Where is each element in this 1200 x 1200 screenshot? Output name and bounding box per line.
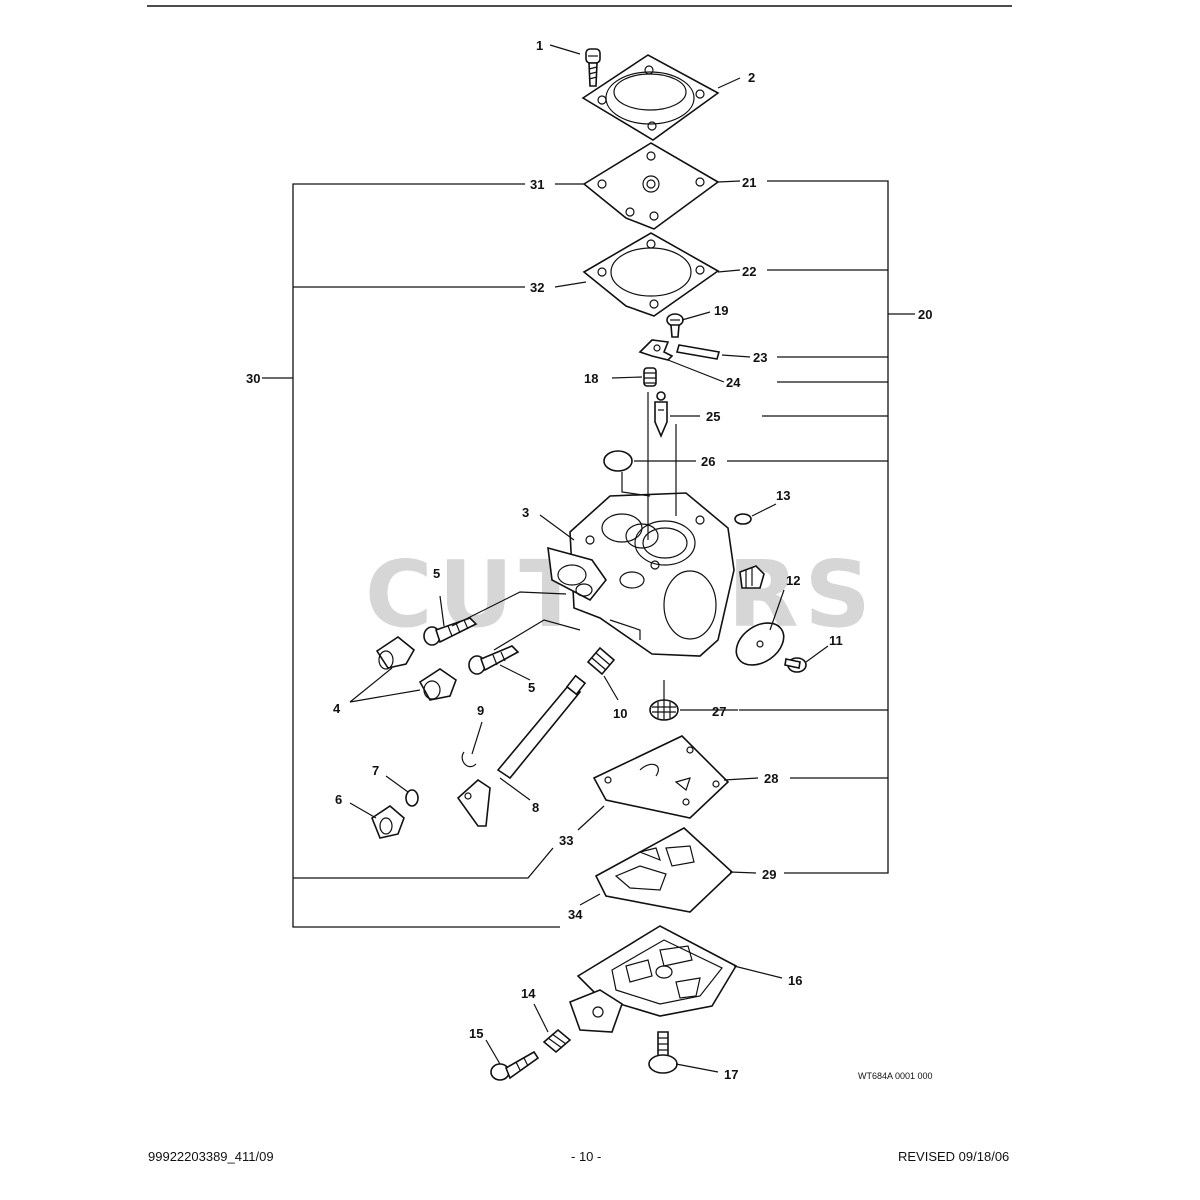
part-14-spring: [542, 1028, 572, 1054]
callout-4: 4: [333, 701, 341, 716]
leader-lines: [349, 44, 829, 1073]
callout-20: 20: [918, 307, 932, 322]
part-21-31-diaphragm: [582, 142, 720, 230]
part-17-screw: [648, 1031, 678, 1074]
part-29-34-pump-diaphragm: [594, 827, 734, 913]
callout-25: 25: [706, 409, 720, 424]
part-5-screw-lower: [468, 645, 520, 675]
callout-30: 30: [246, 371, 260, 386]
part-23-pin: [675, 344, 721, 360]
callout-22: 22: [742, 264, 756, 279]
part-13-clip: [734, 513, 752, 525]
callout-28: 28: [764, 771, 778, 786]
callout-33: 33: [559, 833, 573, 848]
part-15-screw: [490, 1050, 540, 1081]
part-10-spring: [586, 646, 616, 676]
part-25-needle: [654, 391, 668, 439]
callout-5-upper: 5: [433, 566, 440, 581]
callout-21: 21: [742, 175, 756, 190]
kit-20-bracket: [727, 180, 915, 874]
callout-9: 9: [477, 703, 484, 718]
callout-6: 6: [335, 792, 342, 807]
part-22-32-gasket: [582, 232, 720, 317]
callout-1: 1: [536, 38, 543, 53]
part-7-washer: [405, 789, 419, 807]
part-5-screw-upper: [423, 617, 478, 646]
footer-doc-number: 99922203389_411/09: [148, 1149, 274, 1164]
callout-10: 10: [613, 706, 627, 721]
part-18-spring: [643, 367, 657, 387]
part-4-limiter-caps: [375, 636, 457, 701]
part-16-pump-cover: [568, 925, 738, 1033]
callout-34: 34: [568, 907, 583, 922]
callout-12: 12: [786, 573, 800, 588]
part-9-clip: [461, 751, 477, 768]
footer-revision: REVISED 09/18/06: [898, 1149, 1010, 1164]
callout-2: 2: [748, 70, 755, 85]
part-11-screw: [784, 657, 807, 673]
callout-19: 19: [714, 303, 728, 318]
drawing-code: WT684A 0001 000: [858, 1071, 933, 1081]
callout-14: 14: [521, 986, 536, 1001]
callout-11: 11: [829, 633, 843, 648]
callout-3: 3: [522, 505, 529, 520]
part-26-plug: [603, 450, 633, 472]
callout-8: 8: [532, 800, 539, 815]
part-2-cover: [581, 54, 720, 141]
part-24-lever: [638, 339, 674, 361]
callout-17: 17: [724, 1067, 738, 1082]
callout-18: 18: [584, 371, 598, 386]
part-12-disc: [735, 622, 785, 666]
footer-page-number: - 10 -: [571, 1149, 602, 1164]
kit-30-bracket: [262, 183, 560, 928]
part-8-shaft: [456, 674, 587, 827]
callout-32: 32: [530, 280, 544, 295]
callout-27: 27: [712, 704, 726, 719]
part-28-33-pump-gasket: [592, 735, 730, 819]
callout-labels: 1 2 21 31 22 32 20 19 23 24 18 25 30 26 …: [246, 38, 932, 1082]
callout-7: 7: [372, 763, 379, 778]
part-19-screw: [666, 313, 684, 338]
part-6-nut: [371, 804, 405, 839]
callout-24: 24: [726, 375, 741, 390]
part-27-screen: [649, 699, 679, 721]
callout-31: 31: [530, 177, 544, 192]
callout-16: 16: [788, 973, 802, 988]
callout-26: 26: [701, 454, 715, 469]
callout-23: 23: [753, 350, 767, 365]
part-1-screw: [585, 48, 601, 87]
callout-13: 13: [776, 488, 790, 503]
callout-15: 15: [469, 1026, 483, 1041]
callout-29: 29: [762, 867, 776, 882]
part-3-body: [547, 492, 765, 657]
callout-5-lower: 5: [528, 680, 535, 695]
